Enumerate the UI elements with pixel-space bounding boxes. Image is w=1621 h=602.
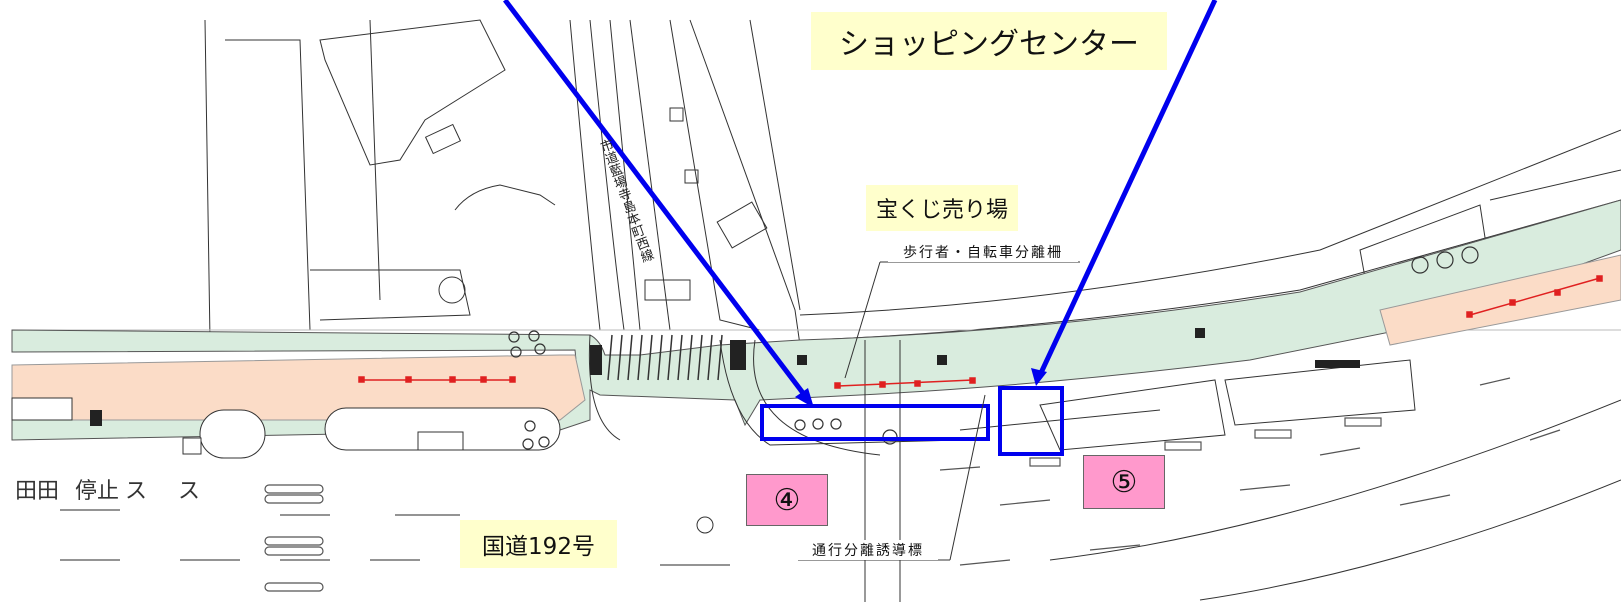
bike-lane-salmon-east <box>1379 254 1621 346</box>
fence-label: 歩行者・自転車分離柵 <box>888 242 1078 262</box>
callout-box-4 <box>760 404 990 441</box>
marker-4: ④ <box>746 474 828 526</box>
route-label: 国道192号 <box>460 520 617 568</box>
callout-box-5 <box>998 386 1064 456</box>
map-symbol-circles <box>508 246 1479 450</box>
marker-5: ⑤ <box>1083 455 1165 509</box>
building-outlines <box>12 19 1621 346</box>
callout-arrow-4 <box>503 0 808 399</box>
svg-text:ス: ス <box>125 479 147 504</box>
map-symbols <box>90 328 1360 426</box>
lottery-booth-label: 宝くじ売り場 <box>866 185 1018 231</box>
guide-sign-label: 通行分離誘導標 <box>798 540 938 560</box>
svg-text:停止: 停止 <box>75 479 119 504</box>
callout-arrowhead-5 <box>1031 368 1047 386</box>
svg-text:ス: ス <box>178 479 200 504</box>
svg-text:田田: 田田 <box>15 479 59 504</box>
lane-markings <box>60 377 1561 592</box>
callout-arrowhead-4 <box>795 388 814 408</box>
pedestrian-bicycle-fence <box>358 275 1603 389</box>
leader-lines <box>798 261 1080 561</box>
crosswalk <box>607 334 723 381</box>
shopping-center-label: ショッピングセンター <box>811 12 1167 70</box>
road-marking-glyphs: 田田 停止 ス ス <box>15 479 200 504</box>
callout-arrow-5 <box>1037 0 1218 377</box>
islands <box>11 397 561 459</box>
